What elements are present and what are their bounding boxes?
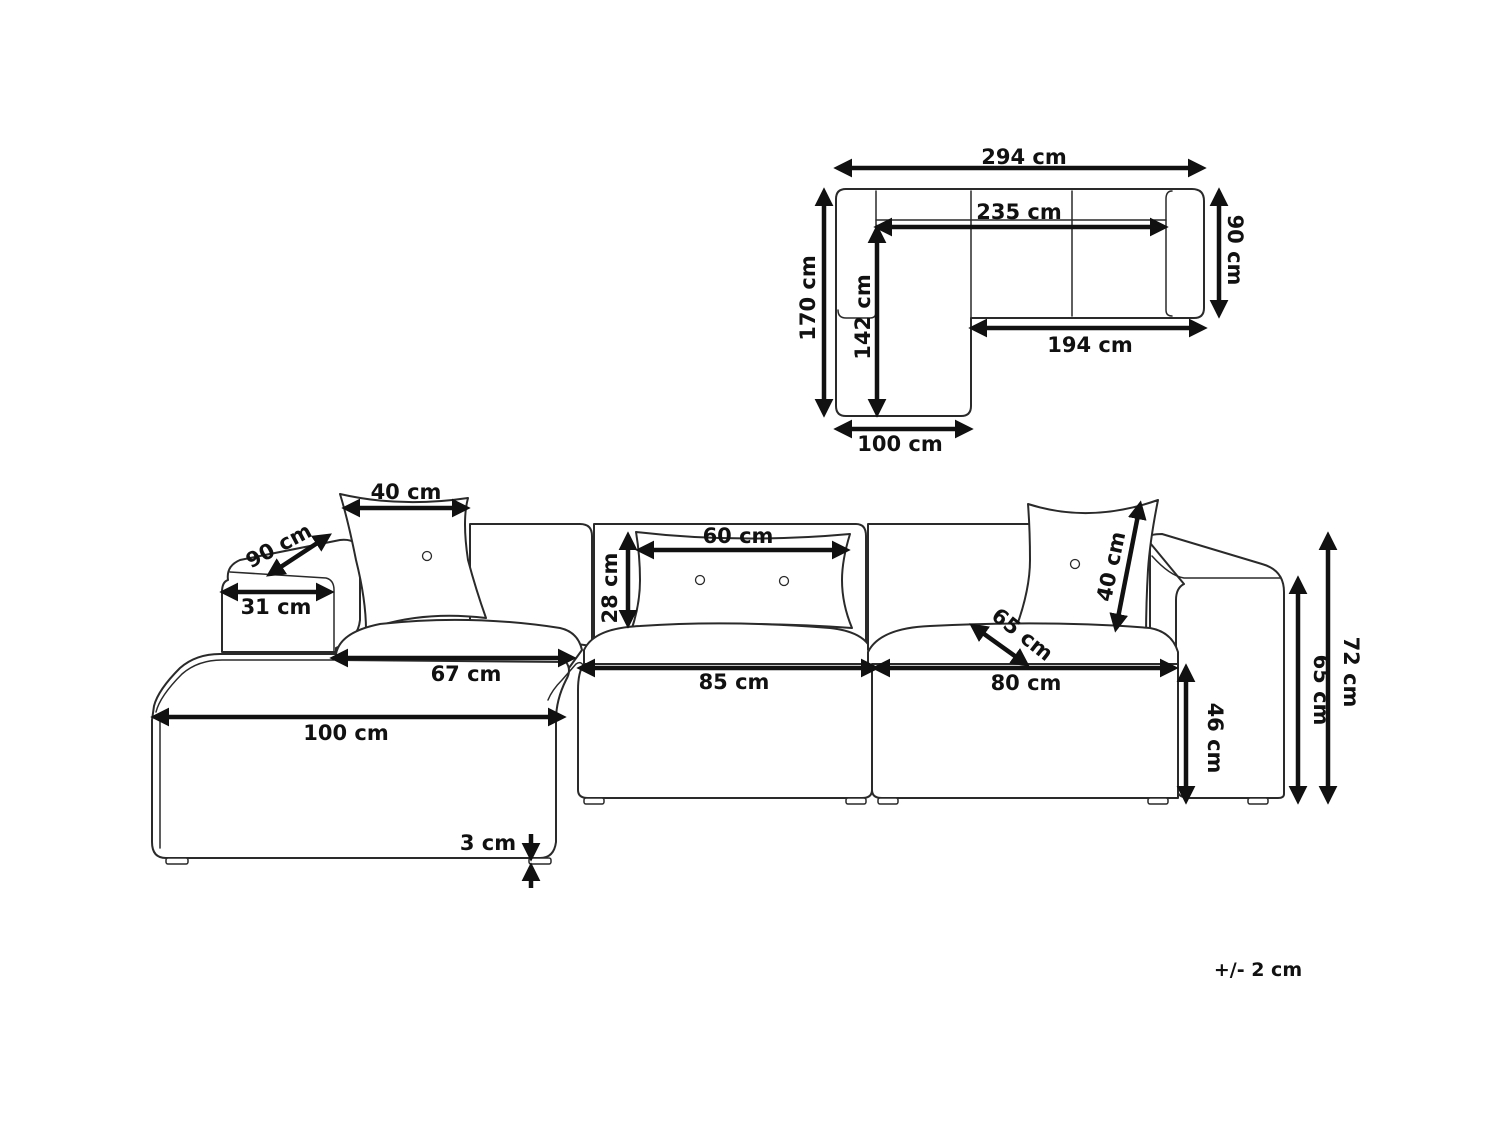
label-main-section-width: 194 cm [1047, 333, 1132, 357]
chaise-body [151, 653, 570, 859]
label-total-width: 294 cm [981, 145, 1066, 169]
top-view: 294 cm 235 cm 90 cm 170 cm 142 cm 194 cm… [796, 145, 1247, 456]
label-armrest-height: 65 cm [1309, 655, 1333, 726]
left-pillow-button [421, 550, 433, 562]
middle-seat-cushion [583, 622, 873, 669]
right-body [871, 663, 1179, 799]
side-view: 90 cm 31 cm 40 cm 67 cm 100 cm 3 cm 28 c… [150, 480, 1363, 888]
label-pillow-width: 40 cm [371, 480, 442, 504]
middle-foot-left [583, 797, 605, 805]
label-total-depth: 170 cm [796, 255, 820, 340]
dim-arrow-square-pillow [1109, 500, 1147, 633]
dim-arrow-seat-depth [969, 623, 1030, 667]
right-foot-right [1247, 797, 1269, 805]
label-cushion-height: 28 cm [598, 553, 622, 624]
label-depth: 90 cm [1223, 215, 1247, 286]
chaise-foot-left [165, 857, 189, 865]
label-middle-seat-width: 85 cm [699, 670, 770, 694]
label-chaise-seat-width: 67 cm [431, 662, 502, 686]
label-corner-seat-width: 80 cm [991, 671, 1062, 695]
label-seat-height: 46 cm [1203, 703, 1227, 774]
right-foot-left [877, 797, 899, 805]
top-view-right-armrest [1165, 190, 1173, 317]
label-chaise-inner-depth: 142 cm [851, 274, 875, 359]
label-bolster-width: 60 cm [703, 524, 774, 548]
dim-arrow-armrest-depth [266, 533, 332, 577]
label-armrest-width: 31 cm [241, 595, 312, 619]
bolster-button-left [694, 574, 706, 586]
chaise-foot-right [528, 857, 552, 865]
left-backrest [469, 523, 593, 647]
label-chaise-width-top: 100 cm [857, 432, 942, 456]
label-inner-width: 235 cm [976, 200, 1061, 224]
left-pillow [339, 493, 487, 631]
label-chaise-width: 100 cm [303, 721, 388, 745]
right-armrest-top-edge [1151, 555, 1281, 579]
right-foot-mid [1147, 797, 1169, 805]
label-total-height: 72 cm [1339, 637, 1363, 708]
chaise-top-seam [155, 659, 335, 713]
top-view-outline [835, 188, 1205, 417]
label-foot-height: 3 cm [460, 831, 516, 855]
middle-foot-right [845, 797, 867, 805]
right-pillow-button [1069, 558, 1081, 570]
tolerance-note: +/- 2 cm [1214, 959, 1302, 981]
bolster-button-right [778, 575, 790, 587]
